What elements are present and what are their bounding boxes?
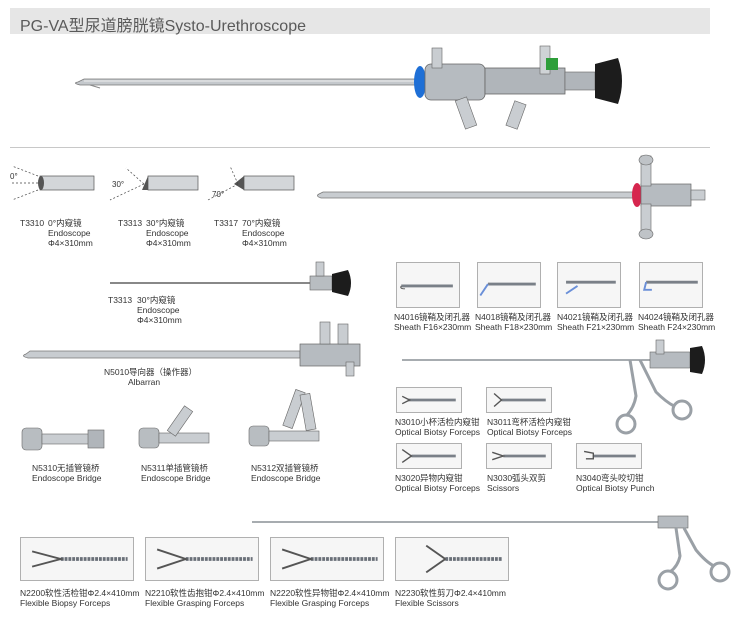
endoscope-spec-0: Φ4×310mm: [48, 238, 93, 248]
flexible-cn-2: N2220软性异物钳Φ2.4×410mm: [270, 588, 390, 598]
forceps-en-2: Optical Biotsy Forceps: [395, 483, 481, 493]
forceps-en-0: Optical Biotsy Forceps: [395, 427, 481, 437]
endoscope-70-tip-image: [207, 165, 295, 201]
endoscope-large-en: Endoscope: [137, 305, 180, 315]
sheath-image-2: [557, 262, 621, 308]
sheath-cn-0: N4016镜鞘及闭孔器: [394, 312, 471, 322]
endoscope-large-code: T3313: [108, 295, 133, 305]
forceps-image-4: [576, 443, 642, 469]
endoscope-en-0: Endoscope: [48, 228, 91, 238]
sheath-en-1: Sheath F18×230mm: [475, 322, 553, 332]
endoscope-code-1: T3313: [118, 218, 143, 228]
cystoscope-assembly-image: [75, 45, 622, 130]
endoscope-spec-1: Φ4×310mm: [146, 238, 191, 248]
endoscope-large-name: 30°内窥镜: [137, 295, 176, 305]
forceps-en-1: Optical Biotsy Forceps: [487, 427, 573, 437]
endoscope-name-1: 30°内窥镜: [146, 218, 185, 228]
endoscope-en-1: Endoscope: [146, 228, 189, 238]
endoscope-spec-2: Φ4×310mm: [242, 238, 287, 248]
endoscope-code-2: T3317: [214, 218, 239, 228]
forceps-en-4: Optical Biotsy Punch: [576, 483, 655, 493]
sheath-cn-2: N4021镜鞘及闭孔器: [557, 312, 634, 322]
sheath-en-2: Sheath F21×230mm: [557, 322, 635, 332]
endoscope-30-tip-image: [109, 167, 199, 201]
flexible-en-3: Flexible Scissors: [395, 598, 459, 608]
forceps-cn-1: N3011弯杯活检内窥钳: [487, 417, 571, 427]
page-title: PG-VA型尿道膀胱镜Systo-Urethroscope: [20, 18, 306, 35]
endoscope-large-spec: Φ4×310mm: [137, 315, 182, 325]
bridge-cn-1: N5311单插管镜桥: [141, 463, 208, 473]
sheath-image-3: [639, 262, 703, 308]
bridge-en-1: Endoscope Bridge: [141, 473, 211, 483]
forceps-image-2: [396, 443, 462, 469]
flexible-en-1: Flexible Grasping Forceps: [145, 598, 245, 608]
endoscope-name-0: 0°内窥镜: [48, 218, 82, 228]
albarran-image: [23, 321, 361, 377]
forceps-cn-3: N3030弧头双剪: [487, 473, 547, 483]
forceps-en-3: Scissors: [487, 483, 520, 493]
divider-line: [10, 147, 710, 148]
forceps-image-3: [486, 443, 552, 469]
bridge-en-0: Endoscope Bridge: [32, 473, 102, 483]
sheath-cn-1: N4018镜鞘及闭孔器: [475, 312, 552, 322]
bridge-image-2: [248, 389, 320, 447]
endoscope-code-0: T3310: [20, 218, 45, 228]
bridge-cn-0: N5310无插管镜桥: [32, 463, 100, 473]
bridge-image-0: [21, 427, 105, 451]
sheath-cn-3: N4024镜鞘及闭孔器: [638, 312, 715, 322]
angle-label-0: 0°: [10, 172, 18, 181]
bridge-cn-2: N5312双插管镜桥: [251, 463, 319, 473]
endoscope-30-image: [110, 261, 351, 296]
flexible-instrument-image: [252, 515, 731, 591]
forceps-image-1: [486, 387, 552, 413]
sheath-en-3: Sheath F24×230mm: [638, 322, 716, 332]
albarran-en: Albarran: [128, 377, 161, 387]
flexible-en-0: Flexible Biopsy Forceps: [20, 598, 111, 608]
sheath-image-1: [477, 262, 541, 308]
endoscope-en-2: Endoscope: [242, 228, 285, 238]
flexible-image-1: [145, 537, 259, 581]
flexible-cn-1: N2210软性齿抱钳Φ2.4×410mm: [145, 588, 265, 598]
flexible-cn-0: N2200软性活检钳Φ2.4×410mm: [20, 588, 140, 598]
flexible-image-3: [395, 537, 509, 581]
angle-label-30: 30°: [112, 180, 125, 189]
sheath-image-0: [396, 262, 460, 308]
bridge-image-1: [138, 405, 210, 449]
albarran-code: N5010导向器（操作器）: [104, 367, 198, 377]
flexible-image-0: [20, 537, 134, 581]
forceps-image-0: [396, 387, 462, 413]
sheath-en-0: Sheath F16×230mm: [394, 322, 472, 332]
flexible-image-2: [270, 537, 384, 581]
optical-forceps-image: [402, 339, 705, 435]
sheath-assembly-image: [317, 154, 706, 240]
endoscope-0-tip-image: [11, 165, 95, 201]
flexible-cn-3: N2230软性剪刀Φ2.4×410mm: [395, 588, 506, 598]
flexible-en-2: Flexible Grasping Forceps: [270, 598, 370, 608]
endoscope-name-2: 70°内窥镜: [242, 218, 281, 228]
forceps-cn-2: N3020异物内窥钳: [395, 473, 463, 483]
header-bar: PG-VA型尿道膀胱镜Systo-Urethroscope: [10, 8, 710, 35]
forceps-cn-4: N3040弯头咬切钳: [576, 473, 644, 483]
angle-label-70: 70°: [212, 190, 225, 199]
forceps-cn-0: N3010小杯活检内窥钳: [395, 417, 480, 427]
bridge-en-2: Endoscope Bridge: [251, 473, 321, 483]
